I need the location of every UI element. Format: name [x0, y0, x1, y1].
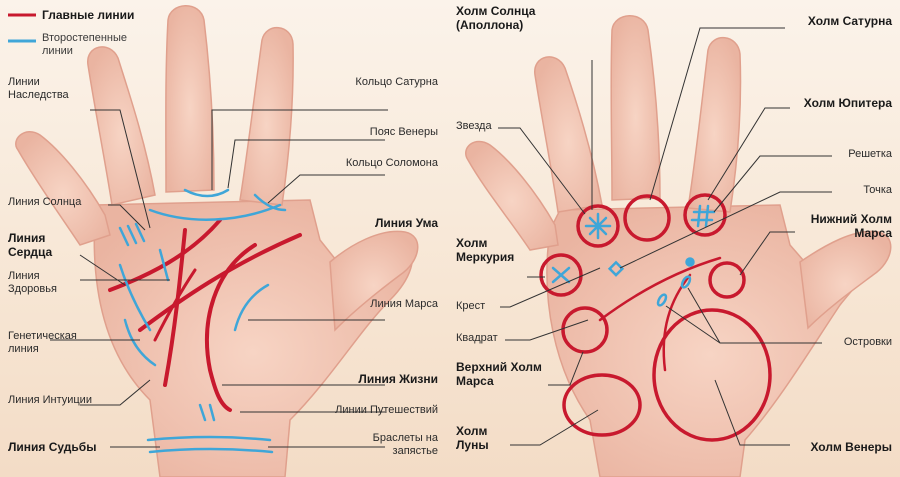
- label-star: Звезда: [456, 120, 492, 133]
- label-sun-line: Линия Солнца: [8, 196, 81, 209]
- legend-main-label: Главные линии: [42, 8, 134, 22]
- label-lower-mars: Нижний Холм Марса: [800, 212, 892, 240]
- label-grid: Решетка: [800, 148, 892, 161]
- label-saturn-mount: Холм Сатурна: [760, 14, 892, 28]
- label-venus-belt: Пояс Венеры: [320, 126, 438, 139]
- label-mercury-mount: Холм Меркурия: [456, 236, 528, 264]
- star-sign-icon: [586, 214, 610, 238]
- label-heredity: Линии Наследства: [8, 76, 78, 102]
- label-fate-line: Линия Судьбы: [8, 440, 96, 454]
- label-life-line: Линия Жизни: [320, 372, 438, 386]
- label-travel-lines: Линии Путешествий: [300, 404, 438, 417]
- label-moon-mount: Холм Луны: [456, 424, 506, 452]
- label-saturn-ring: Кольцо Сатурна: [330, 76, 438, 89]
- label-square: Квадрат: [456, 332, 498, 345]
- label-health-line: Линия Здоровья: [8, 270, 78, 296]
- label-upper-mars: Верхний Холм Марса: [456, 360, 556, 388]
- label-mars-line: Линия Марса: [360, 298, 438, 311]
- label-intuition-line: Линия Интуиции: [8, 394, 92, 407]
- label-genetic-line: Генетическая линия: [8, 330, 98, 356]
- label-islands: Островки: [800, 336, 892, 349]
- label-jupiter-mount: Холм Юпитера: [760, 96, 892, 110]
- label-sun-mount: Холм Солнца (Аполлона): [456, 4, 544, 32]
- label-heart-line: Линия Сердца: [8, 231, 68, 259]
- label-venus-mount: Холм Венеры: [770, 440, 892, 454]
- legend-secondary-label: Второстепенные линии: [42, 32, 152, 58]
- label-bracelets: Браслеты на запястье: [345, 432, 438, 458]
- dot-sign-icon: [687, 259, 694, 266]
- label-mind-line: Линия Ума: [320, 216, 438, 230]
- right-hand: [466, 16, 891, 477]
- label-dot: Точка: [800, 184, 892, 197]
- label-solomon-ring: Кольцо Соломона: [330, 157, 438, 170]
- label-cross: Крест: [456, 300, 485, 313]
